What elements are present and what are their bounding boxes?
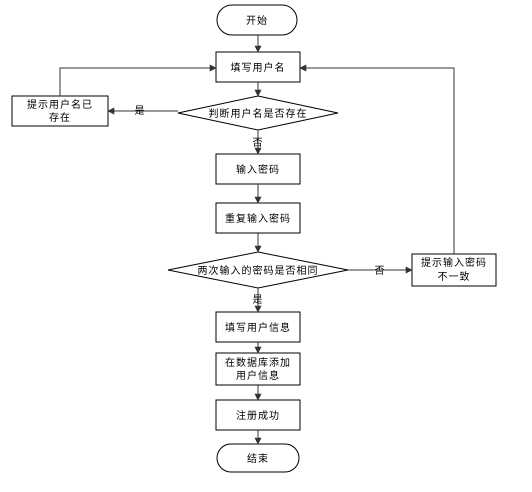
fill-username-label: 填写用户名 (231, 61, 286, 74)
edge-label-same-no: 否 (375, 265, 386, 277)
fill-userinfo-step: 填写用户信息 (215, 311, 301, 343)
passwords-match-decision: 两次输入的密码是否相同 (167, 251, 349, 289)
username-exists-hint: 提示用户名已 存在 (11, 95, 109, 127)
username-exists-hint-line2: 存在 (49, 111, 71, 124)
db-add-userinfo-step: 在数据库添加 用户信息 (215, 352, 301, 386)
username-exists-hint-line1: 提示用户名已 (27, 98, 93, 111)
enter-password-label: 输入密码 (236, 163, 280, 176)
db-add-userinfo-line2: 用户信息 (236, 369, 280, 382)
edge-label-exists-no: 否 (253, 137, 264, 149)
username-exists-decision: 判断用户名是否存在 (177, 95, 339, 131)
repeat-password-label: 重复输入密码 (225, 212, 291, 225)
end-node: 结束 (216, 443, 300, 473)
end-label: 结束 (247, 452, 269, 465)
enter-password-step: 输入密码 (215, 153, 301, 185)
username-exists-label: 判断用户名是否存在 (209, 107, 308, 120)
edge-label-exists-yes: 是 (135, 105, 146, 117)
start-node: 开始 (216, 4, 298, 36)
password-mismatch-hint-line2: 不一致 (438, 270, 471, 283)
start-label: 开始 (246, 14, 268, 27)
register-success-step: 注册成功 (215, 399, 301, 431)
register-success-label: 注册成功 (236, 409, 280, 422)
password-mismatch-hint: 提示输入密码 不一致 (411, 253, 497, 287)
edge-hint-exists-back-to-fill-username (59, 64, 217, 96)
fill-userinfo-label: 填写用户信息 (225, 321, 291, 334)
password-mismatch-hint-line1: 提示输入密码 (421, 256, 487, 269)
db-add-userinfo-line1: 在数据库添加 (225, 356, 291, 369)
fill-username-step: 填写用户名 (215, 51, 301, 83)
passwords-match-label: 两次输入的密码是否相同 (198, 264, 319, 277)
edge-mismatch-hint-back-to-fill-username (299, 64, 455, 254)
repeat-password-step: 重复输入密码 (215, 202, 301, 234)
edge-label-same-yes: 是 (253, 294, 264, 306)
